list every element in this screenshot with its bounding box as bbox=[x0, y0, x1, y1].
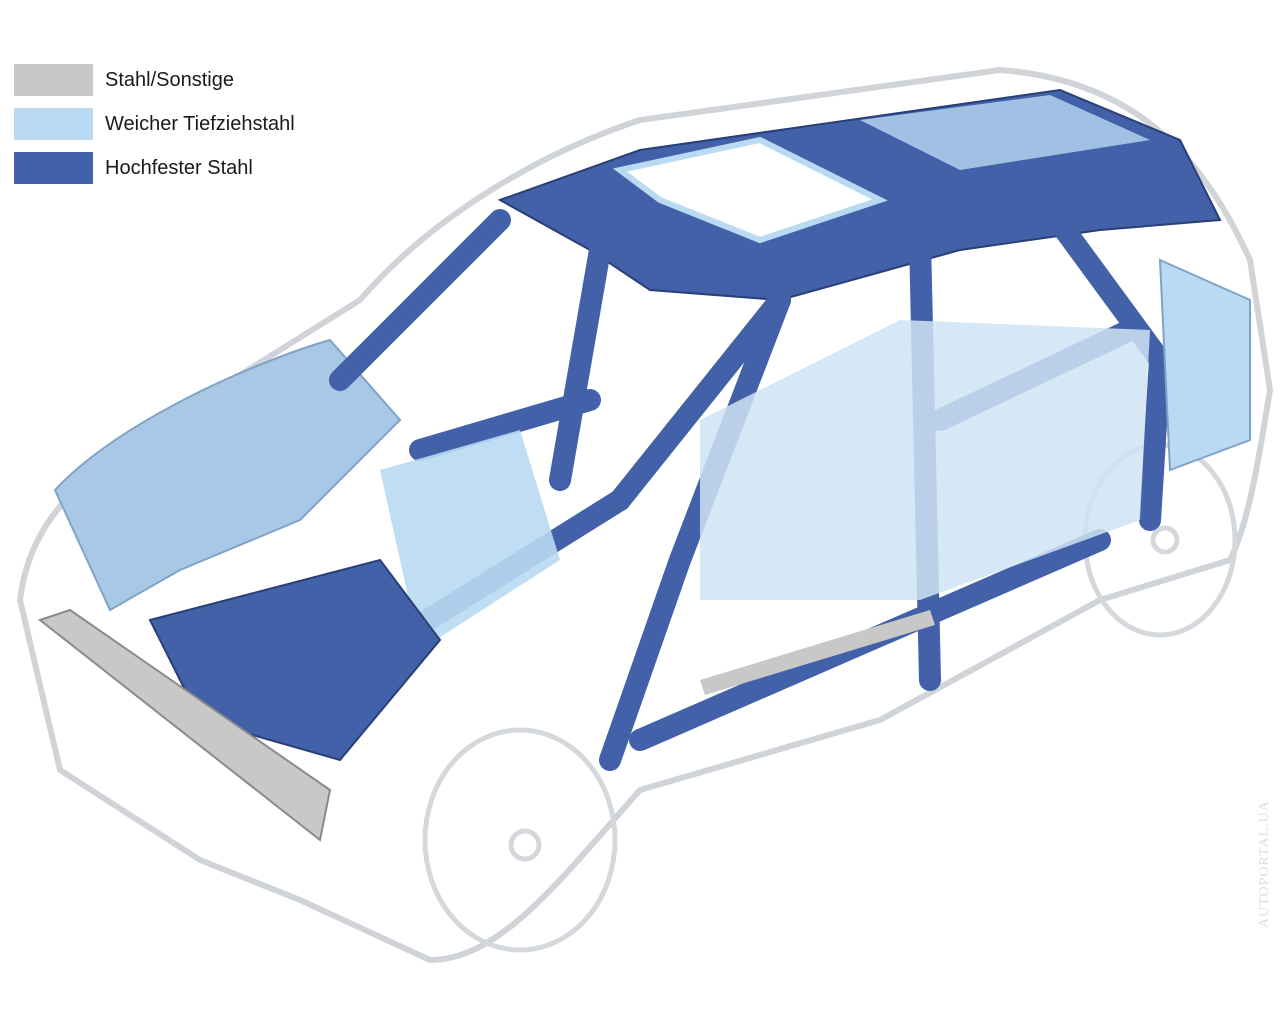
interior-floor bbox=[380, 320, 1150, 650]
door-sill-trim bbox=[700, 610, 935, 695]
front-bumper-beam bbox=[37, 608, 332, 842]
legend-label: Hochfester Stahl bbox=[105, 156, 253, 179]
legend-label: Stahl/Sonstige bbox=[105, 68, 234, 91]
legend-swatch-dark-blue bbox=[14, 152, 93, 184]
legend-swatch-gray bbox=[14, 64, 93, 96]
material-legend: Stahl/Sonstige Weicher Tiefziehstahl Hoc… bbox=[14, 58, 295, 190]
legend-swatch-light-blue bbox=[14, 108, 93, 140]
legend-label: Weicher Tiefziehstahl bbox=[105, 112, 295, 135]
rear-light-blue-panel bbox=[1158, 258, 1251, 472]
front-wheel bbox=[422, 727, 618, 953]
legend-item-high-strength-steel: Hochfester Stahl bbox=[14, 146, 295, 190]
legend-item-steel-other: Stahl/Sonstige bbox=[14, 58, 295, 102]
legend-item-soft-deep-drawing-steel: Weicher Tiefziehstahl bbox=[14, 102, 295, 146]
watermark: AUTOPORTAL.UA bbox=[1257, 800, 1272, 928]
rear-roof-panel bbox=[860, 95, 1150, 170]
hood-panel bbox=[53, 338, 402, 612]
sunroof-opening bbox=[612, 136, 888, 244]
